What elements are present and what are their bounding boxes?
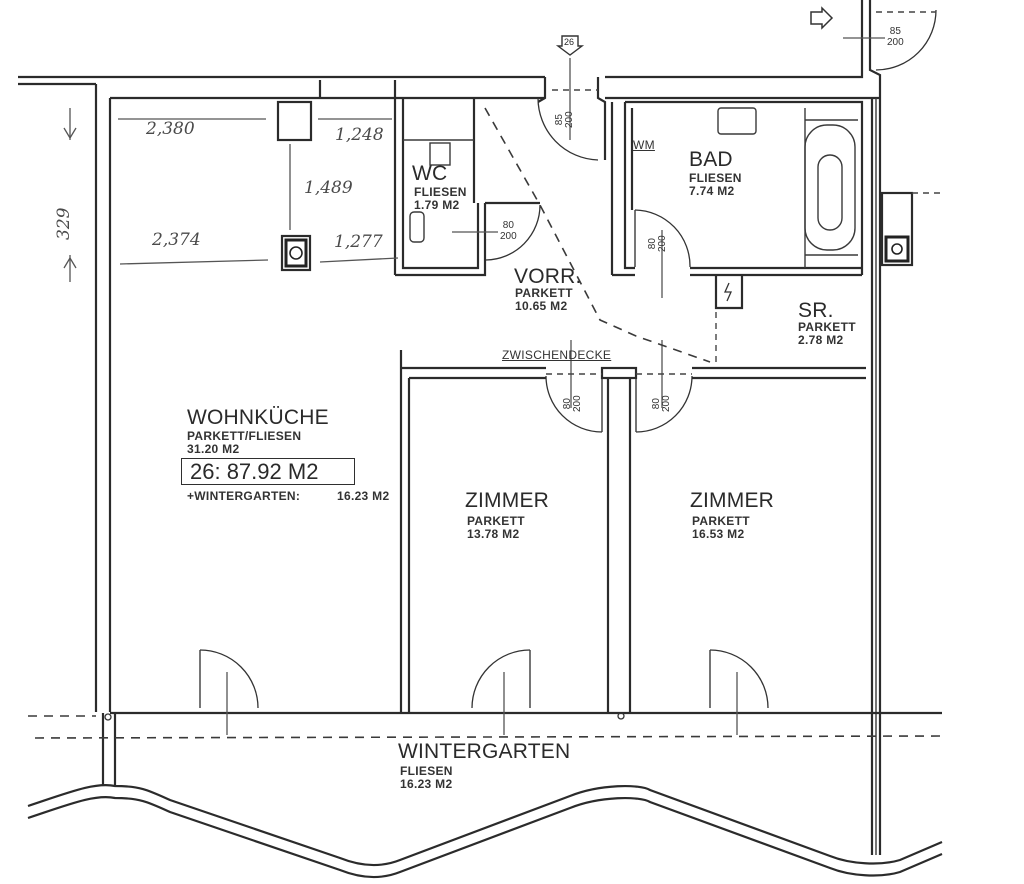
dim-top-right: 1,248 [335,125,384,145]
room-name-wc: WC [412,162,448,185]
entrance-marker-icon [555,35,585,56]
room-area-wc: 1.79 M2 [414,198,460,212]
room-floor-bad: FLIESEN [689,171,742,185]
room-name-zimmer-1: ZIMMER [465,489,550,512]
room-floor-wintergarten: FLIESEN [400,764,453,778]
room-area-zimmer-1: 13.78 M2 [467,527,520,541]
room-name-bad: BAD [689,148,733,171]
dim-vertical-mid: 1,489 [304,178,353,198]
dim-top-left: 2,380 [146,119,195,139]
door-height: 200 [661,395,672,412]
room-area-wintergarten: 16.23 M2 [400,777,453,791]
zwischendecke-boundary [484,107,711,363]
room-floor-vorr: PARKETT [515,286,573,300]
wintergarten-note-value: 16.23 M2 [337,489,390,503]
exterior-walls [18,0,942,855]
dim-left-vertical: 329 [54,207,74,240]
door-height: 200 [564,111,575,128]
electrical-icon [723,282,733,302]
unit-total-area: 26: 87.92 M2 [181,458,355,485]
door-height: 200 [572,395,583,412]
room-name-vorr: VORR. [514,265,582,288]
shafts [276,100,942,272]
entrance-marker-label: 26 [564,37,575,47]
room-area-bad: 7.74 M2 [689,184,735,198]
wc-walls [393,98,540,277]
zimmer-walls [399,350,866,712]
dim-bottom-left: 2,374 [152,230,201,250]
bad-walls [610,100,864,277]
zwischendecke-label: ZWISCHENDECKE [502,348,612,362]
room-area-vorr: 10.65 M2 [515,299,568,313]
room-floor-wc: FLIESEN [414,185,467,199]
handwritten-dimensions [63,108,399,282]
wintergarten-facade [27,784,943,879]
room-area-sr: 2.78 M2 [798,333,844,347]
door-width: 80 [502,220,514,231]
door-width: 85 [889,26,901,37]
dim-bottom-right: 1,277 [334,232,383,252]
room-floor-wohnkueche: PARKETT/FLIESEN [187,429,302,443]
washing-machine-label: WM [633,138,655,152]
room-area-zimmer-2: 16.53 M2 [692,527,745,541]
room-name-zimmer-2: ZIMMER [690,489,775,512]
room-area-wohnkueche: 31.20 M2 [187,442,240,456]
wintergarten-note-label: +WINTERGARTEN: [187,489,301,503]
entrance-arrow-icon [810,6,834,30]
room-name-wintergarten: WINTERGARTEN [398,740,571,763]
room-floor-zimmer-1: PARKETT [467,514,525,528]
sr-walls [714,275,744,365]
room-floor-sr: PARKETT [798,320,856,334]
room-name-sr: SR. [798,299,834,322]
door-height: 200 [500,231,517,242]
door-height: 200 [887,37,904,48]
doors [199,9,937,735]
room-name-wohnkueche: WOHNKÜCHE [187,406,329,429]
door-height: 200 [657,235,668,252]
room-floor-zimmer-2: PARKETT [692,514,750,528]
